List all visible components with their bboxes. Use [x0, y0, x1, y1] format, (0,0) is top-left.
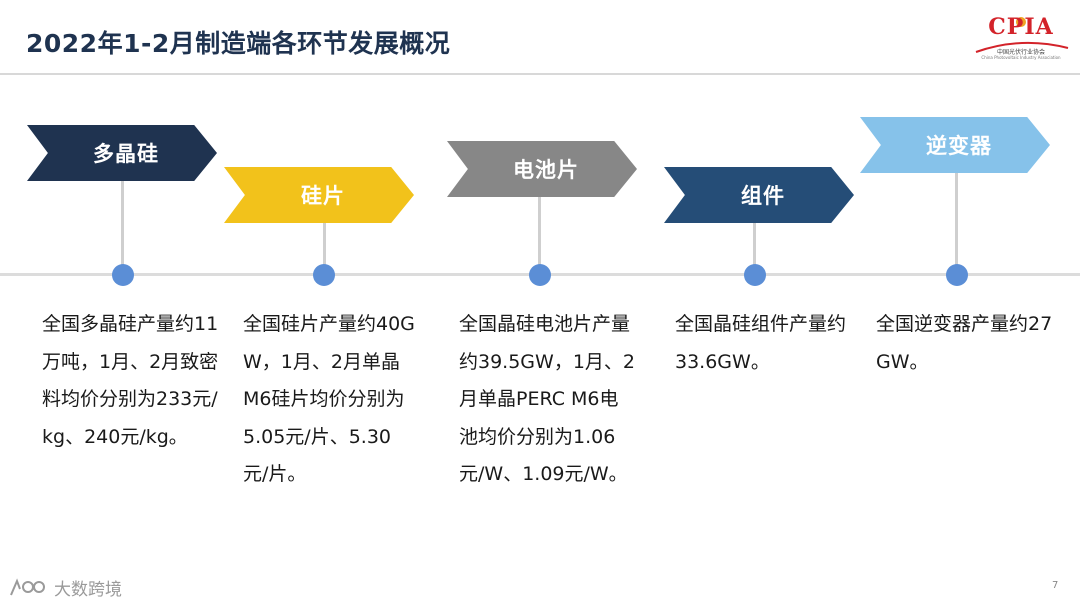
cpia-logo: CPIA 中国光伏行业协会 China Photovoltaic Industr…: [968, 14, 1074, 68]
logo-subtitle-en: China Photovoltaic Industry Association: [981, 55, 1061, 60]
timeline-dot: [946, 264, 968, 286]
stage-label: 组件: [741, 184, 785, 208]
timeline-dot: [112, 264, 134, 286]
stage-arrow-wafer: 硅片: [224, 167, 414, 223]
stage-stem: [121, 181, 124, 267]
watermark: 大数跨境: [8, 575, 122, 600]
stage-description: 全国晶硅电池片产量约39.5GW，1月、2月单晶PERC M6电池均价分别为1.…: [459, 313, 635, 485]
stage-stem: [753, 223, 756, 267]
stage-arrow-module: 组件: [664, 167, 854, 223]
stage-description: 全国逆变器产量约27GW。: [876, 313, 1053, 373]
stage-arrow-polysilicon: 多晶硅: [27, 125, 217, 181]
stage-description: 全国多晶硅产量约11万吨，1月、2月致密料均价分别为233元/kg、240元/k…: [42, 313, 219, 448]
timeline-dot: [313, 264, 335, 286]
page-number: 7: [1052, 580, 1059, 591]
logo-swoosh-icon: [975, 17, 1069, 53]
stage-stem: [538, 197, 541, 267]
timeline-dot: [529, 264, 551, 286]
stage-label: 多晶硅: [93, 142, 159, 166]
stage-label: 硅片: [301, 184, 345, 208]
stage-label: 逆变器: [926, 134, 992, 158]
watermark-logo-icon: [8, 577, 48, 599]
stage-arrow-cell: 电池片: [447, 141, 637, 197]
header-divider: [0, 73, 1080, 75]
stage-label: 电池片: [513, 158, 579, 182]
logo-text: CPIA: [988, 14, 1054, 40]
stage-description: 全国硅片产量约40GW，1月、2月单晶M6硅片均价分别为5.05元/片、5.30…: [243, 313, 415, 485]
stage-stem: [323, 223, 326, 267]
stage-description: 全国晶硅组件产量约33.6GW。: [675, 313, 847, 373]
stage-arrow-inverter: 逆变器: [860, 117, 1050, 173]
page-title: 2022年1-2月制造端各环节发展概况: [26, 29, 451, 58]
timeline-dot: [744, 264, 766, 286]
logo-subtitle: 中国光伏行业协会: [996, 49, 1045, 56]
watermark-text: 大数跨境: [54, 580, 122, 600]
stage-stem: [955, 173, 958, 267]
